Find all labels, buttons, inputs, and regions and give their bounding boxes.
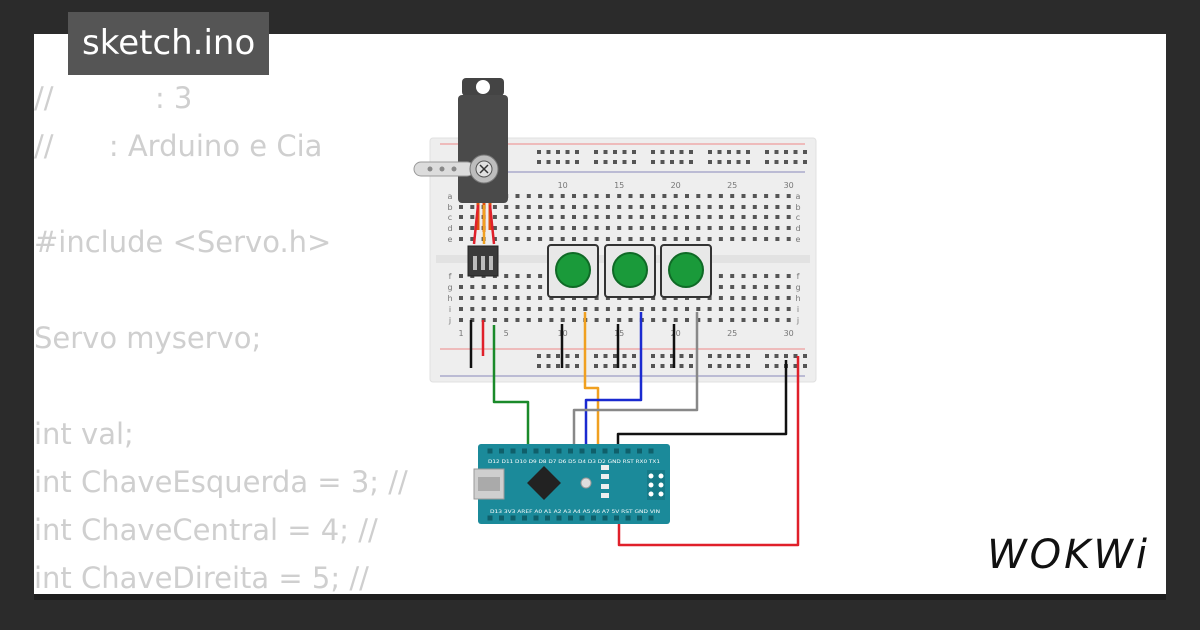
row-letter: e <box>796 235 801 244</box>
code-line: Servo myservo; <box>34 321 262 355</box>
wire-green <box>492 325 530 447</box>
row-letter: h <box>795 294 800 303</box>
wire-black-gnd <box>616 360 788 452</box>
row-letter: f <box>797 272 800 281</box>
pushbutton-right[interactable] <box>660 244 712 298</box>
breadboard-holes <box>459 150 807 368</box>
row-letter: d <box>447 224 452 233</box>
wire-blue <box>584 312 643 452</box>
column-number: 30 <box>784 329 794 338</box>
column-number: 5 <box>504 329 509 338</box>
column-number: 30 <box>784 181 794 190</box>
row-letter: d <box>795 224 800 233</box>
code-line: int ChaveEsquerda = 3; // <box>34 465 408 499</box>
card-shadow <box>34 594 1166 600</box>
row-letter: j <box>796 316 799 325</box>
code-line: int ChaveDireita = 5; // <box>34 561 369 595</box>
code-line: int ChaveCentral = 4; // <box>34 513 378 547</box>
row-letter: a <box>796 192 801 201</box>
servo-motor[interactable] <box>413 78 508 277</box>
row-letter: h <box>447 294 452 303</box>
wire-gray <box>572 312 699 452</box>
wire-orange <box>583 312 600 452</box>
code-line: // : Arduino e Cia <box>34 129 323 163</box>
row-letter: e <box>448 235 453 244</box>
arduino-nano[interactable]: D12 D11 D10 D9 D8 D7 D6 D5 D4 D3 D2 GND … <box>473 444 670 524</box>
row-letter: a <box>448 192 453 201</box>
column-number: 20 <box>671 181 681 190</box>
code-line: // : 3 <box>34 81 193 115</box>
file-title-tab[interactable]: sketch.ino <box>68 12 270 75</box>
row-letter: c <box>796 213 800 222</box>
row-letter: c <box>448 213 452 222</box>
pushbutton-left[interactable] <box>547 244 599 298</box>
row-letter: i <box>449 305 451 314</box>
column-number: 10 <box>558 181 568 190</box>
code-line: int val; <box>34 417 134 451</box>
wire-red-5v <box>617 356 800 547</box>
row-letter: b <box>447 203 452 212</box>
row-letter: b <box>795 203 800 212</box>
column-number: 25 <box>727 329 737 338</box>
row-letter: g <box>795 283 800 292</box>
code-line: #include <Servo.h> <box>34 225 332 259</box>
row-letter: f <box>449 272 452 281</box>
nano-top-pin-labels: D12 D11 D10 D9 D8 D7 D6 D5 D4 D3 D2 GND … <box>488 459 660 465</box>
row-letter: j <box>448 316 451 325</box>
column-number: 1 <box>458 329 463 338</box>
column-number: 25 <box>727 181 737 190</box>
wokwi-logo[interactable]: WOKWi <box>987 532 1150 578</box>
row-letter: g <box>447 283 452 292</box>
pushbutton-center[interactable] <box>604 244 656 298</box>
wires <box>469 312 800 547</box>
nano-bottom-pin-labels: D13 3V3 AREF A0 A1 A2 A3 A4 A5 A6 A7 5V … <box>490 509 660 515</box>
column-number: 20 <box>671 329 681 338</box>
row-letter: i <box>797 305 799 314</box>
column-number: 15 <box>614 181 624 190</box>
code-preview: // : 3 // : Arduino e Cia #include <Servo… <box>34 74 408 602</box>
